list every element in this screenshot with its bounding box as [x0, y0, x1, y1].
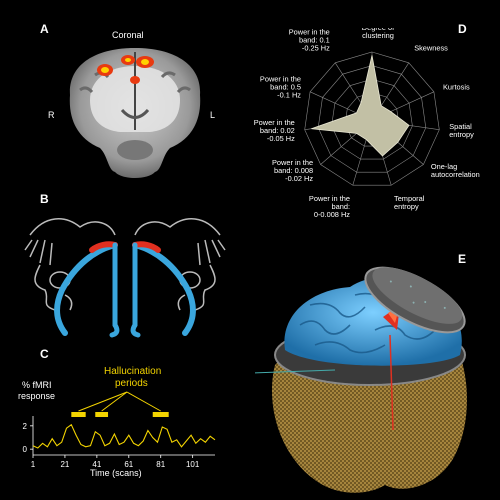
panel-label-e: E — [458, 252, 467, 266]
annotation-line-2: periods — [115, 378, 148, 389]
x-tick-label: 81 — [156, 460, 165, 469]
radar-grid-ring — [304, 51, 440, 186]
fmri-signal-line — [32, 423, 216, 449]
radar-grid-ring — [344, 92, 400, 147]
cortex-strip-right — [132, 242, 196, 336]
ylabel-line-1: % fMRI — [22, 380, 52, 390]
homunculus-left-outline — [29, 218, 116, 236]
coronal-title: Coronal — [112, 30, 144, 40]
radar-axis-label: Skewness — [414, 43, 448, 52]
x-tick-label: 21 — [60, 460, 69, 469]
annotation-line-1: Hallucination — [104, 366, 162, 377]
annotation-pointer — [78, 391, 128, 412]
head-3d-render — [255, 266, 467, 493]
x-tick-label: 1 — [31, 460, 36, 469]
hallucination-period-bar — [95, 412, 109, 417]
panel-label-b: B — [40, 192, 49, 206]
annotation-pointer — [101, 391, 128, 412]
panel-label-a: A — [40, 22, 49, 36]
hallucination-period-bar — [71, 412, 86, 417]
panel-e-3d-head — [255, 245, 500, 500]
panel-label-d: D — [458, 22, 467, 36]
ylabel-line-2: response — [18, 391, 56, 401]
timecourse-chart: 1 21 41 61 81 101 0 2 — [23, 391, 216, 469]
cortex-strip-left — [54, 242, 118, 336]
coronal-left-label: L — [210, 110, 216, 120]
coronal-brain-image — [69, 48, 201, 178]
skull-cap-lid — [364, 266, 466, 334]
x-tick-label: 61 — [124, 460, 133, 469]
panel-a-coronal: Coronal R L — [48, 30, 220, 190]
radar-axis-label: Degree ofclustering — [362, 28, 395, 40]
annotation-pointer — [126, 391, 161, 412]
panel-b-homunculus — [20, 205, 230, 340]
panel-label-c: C — [40, 347, 49, 361]
radar-value-polygon — [311, 55, 410, 157]
radar-grid-ring — [331, 78, 413, 160]
panel-c-timecourse: % fMRI response Hallucination periods 1 2… — [0, 355, 240, 500]
x-tick-label: 101 — [186, 460, 200, 469]
x-tick-label: 41 — [92, 460, 101, 469]
radar-axis-label: Kurtosis — [443, 83, 470, 92]
homunculus-diagram — [24, 218, 226, 338]
hallucination-period-bar — [152, 412, 169, 417]
radar-grid-ring — [317, 65, 427, 173]
xlabel: Time (scans) — [90, 468, 142, 478]
panel-d-radar: Degree ofclusteringSkewnessKurtosisSpati… — [250, 28, 500, 218]
coronal-right-label: R — [48, 110, 55, 120]
y-tick-label: 0 — [23, 445, 28, 454]
head-mesh — [271, 355, 467, 493]
radar-chart: Degree ofclusteringSkewnessKurtosisSpati… — [254, 28, 480, 218]
y-tick-label: 2 — [23, 422, 28, 431]
